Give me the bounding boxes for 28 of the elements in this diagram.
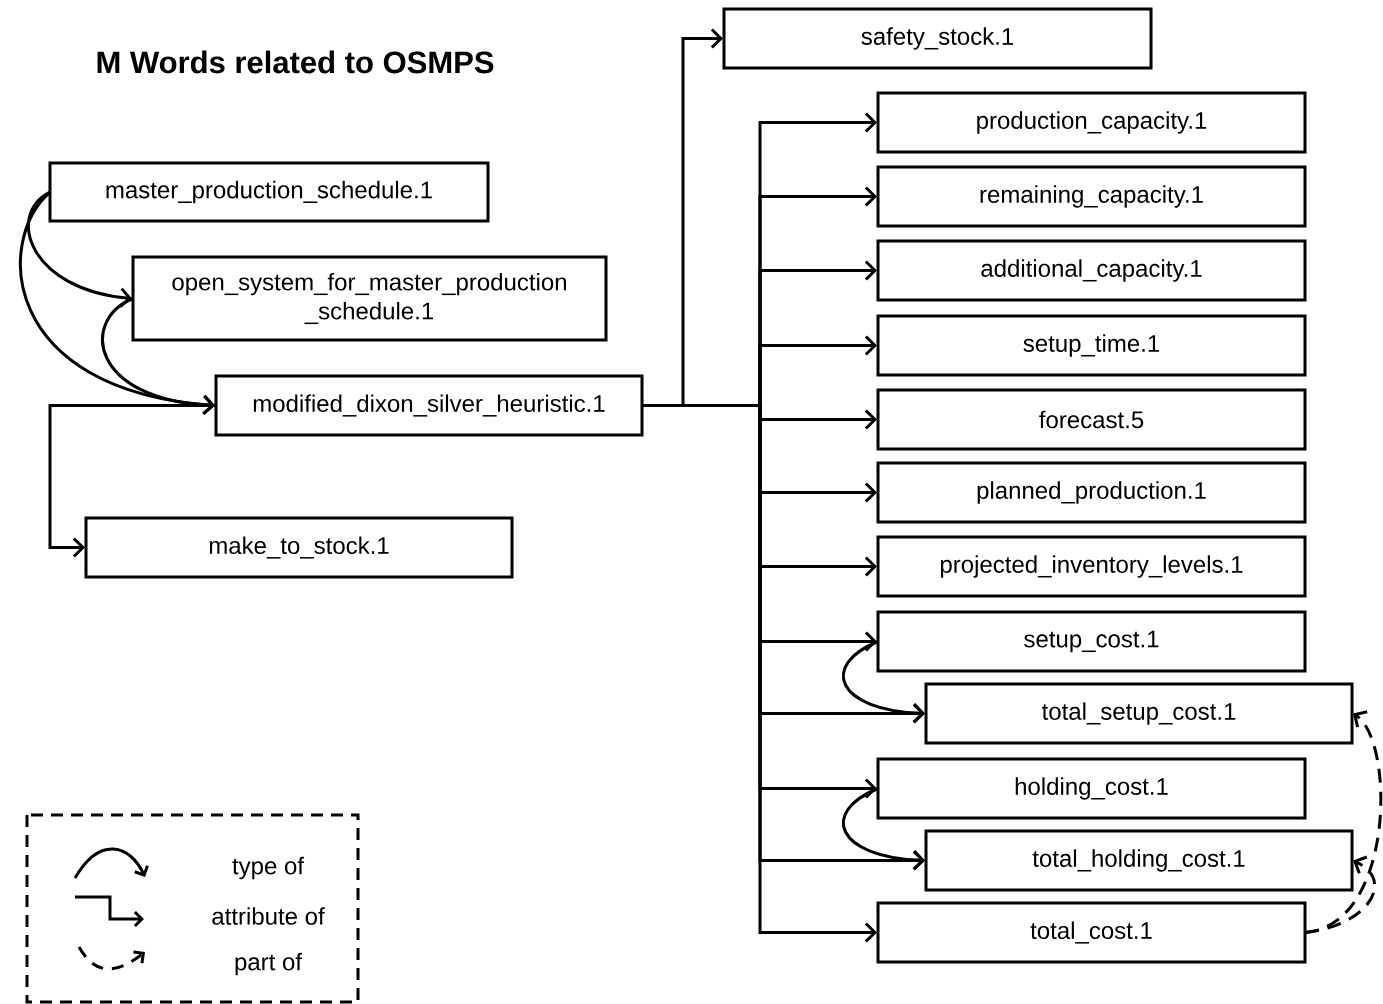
term-box: holding_cost.1 — [876, 757, 1307, 820]
arrow — [1304, 855, 1377, 934]
term-box: projected_inventory_levels.1 — [876, 535, 1307, 598]
arrow — [841, 787, 925, 871]
term-box: master_production_schedule.1 — [48, 161, 490, 223]
term-box: total_holding_cost.1 — [924, 829, 1354, 892]
term-box: total_setup_cost.1 — [924, 682, 1354, 745]
term-box: production_capacity.1 — [876, 91, 1307, 154]
title: M Words related to OSMPS — [97, 50, 494, 74]
term-box: modified_dixon_silver_heuristic.1 — [214, 374, 644, 437]
term-box: setup_time.1 — [876, 314, 1307, 377]
arrow — [19, 191, 215, 415]
legend-label: part of — [235, 952, 303, 976]
term-box: open_system_for_master_production _schedule.1 — [131, 255, 608, 342]
term-box: additional_capacity.1 — [876, 239, 1307, 302]
arrow — [48, 404, 216, 558]
arrow — [841, 640, 925, 724]
term-box: planned_production.1 — [876, 461, 1307, 524]
legend-label: type of — [232, 856, 305, 880]
term-box: setup_cost.1 — [876, 610, 1307, 673]
term-box: remaining_capacity.1 — [876, 165, 1307, 228]
term-box: safety_stock.1 — [722, 7, 1153, 70]
term-box: make_to_stock.1 — [84, 516, 514, 579]
legend-label: attribute of — [212, 907, 325, 925]
arrow — [27, 190, 132, 308]
term-box: total_cost.1 — [876, 901, 1307, 964]
arrow — [101, 297, 215, 416]
term-box: forecast.5 — [876, 388, 1307, 451]
